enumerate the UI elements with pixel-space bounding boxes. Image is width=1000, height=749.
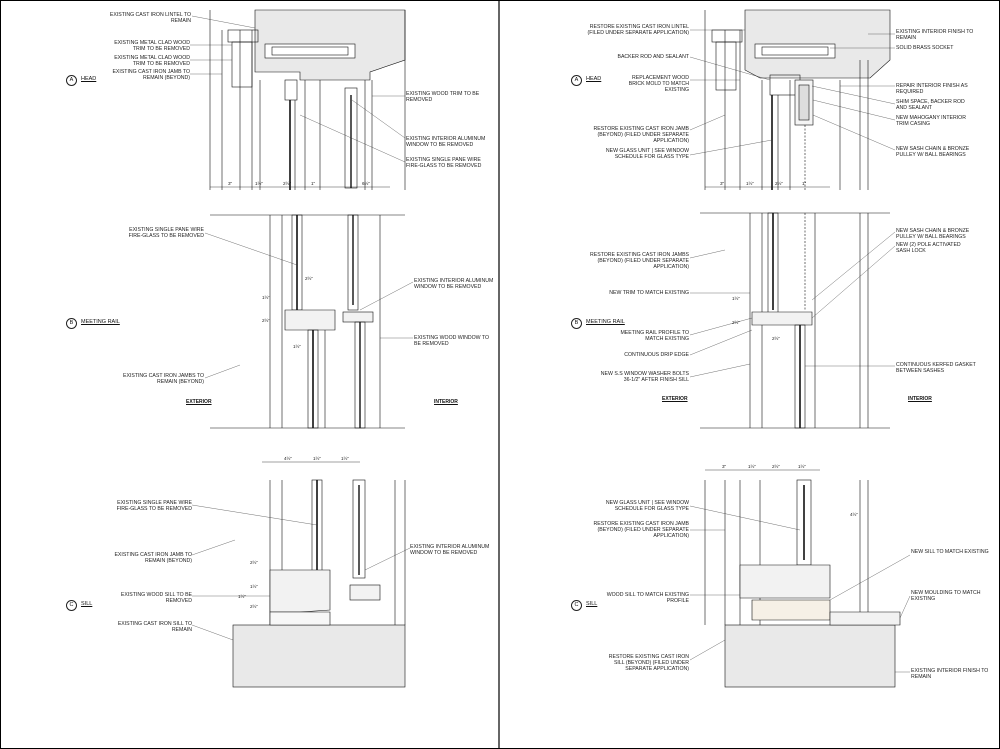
new-head-drawing (704, 9, 891, 190)
section-bubble: C (66, 600, 77, 611)
dimension-label: 3" (722, 464, 727, 469)
interior-label: INTERIOR (908, 396, 932, 402)
section-bubble: A (571, 75, 582, 86)
dimension-label: 1½" (238, 594, 247, 599)
note: RESTORE EXISTING CAST IRON SILL (BEYOND)… (608, 654, 689, 672)
note: NEW MAHOGANY INTERIOR TRIM CASING (896, 115, 966, 127)
dimension-label: 1½" (746, 181, 755, 186)
new-meeting-rail-drawing (700, 212, 890, 429)
note: EXISTING WOOD WINDOW TO BE REMOVED (414, 335, 490, 347)
section-tag: SILL (586, 601, 598, 607)
dimension-label: 2½" (250, 560, 259, 565)
exterior-label: EXTERIOR (662, 396, 688, 402)
note: BACKER ROD AND SEALANT (617, 54, 690, 60)
note: REPAIR INTERIOR FINISH AS REQUIRED (896, 83, 968, 95)
new-sill-drawing (704, 469, 901, 688)
note: REPLACEMENT WOOD BRICK MOLD TO MATCH EXI… (628, 75, 689, 93)
note: NEW SASH CHAIN & BRONZE PULLEY W/ BALL B… (896, 146, 970, 158)
note: NEW MOULDING TO MATCH EXISTING (911, 590, 981, 602)
dimension-label: 1½" (293, 344, 302, 349)
section-bubble: C (571, 600, 582, 611)
note: EXISTING INTERIOR FINISH TO REMAIN (911, 668, 989, 680)
note: NEW SILL TO MATCH EXISTING (911, 549, 989, 555)
section-tag: MEETING RAIL (586, 319, 625, 325)
section-tag: SILL (81, 601, 93, 607)
dimension-label: 1½" (798, 464, 807, 469)
dimension-label: 1½" (313, 456, 322, 461)
note: EXISTING WOOD TRIM TO BE REMOVED (406, 91, 480, 103)
note: NEW TRIM TO MATCH EXISTING (609, 290, 689, 296)
note: EXISTING SINGLE PANE WIRE FIRE-GLASS TO … (406, 157, 482, 169)
note: EXISTING INTERIOR ALUMINUM WINDOW TO BE … (406, 136, 486, 148)
existing-meeting-rail-drawing (210, 214, 405, 429)
note: RESTORE EXISTING CAST IRON JAMBS (BEYOND… (590, 252, 689, 270)
note: NEW GLASS UNIT | SEE WINDOW SCHEDULE FOR… (605, 148, 689, 160)
dimension-label: 1½" (262, 295, 271, 300)
dimension-label: 4½" (284, 456, 293, 461)
dimension-label: 2½" (772, 336, 781, 341)
exterior-label: EXTERIOR (186, 399, 212, 405)
note: CONTINUOUS DRIP EDGE (624, 352, 689, 358)
leader-lines (190, 15, 911, 673)
note: RESTORE EXISTING CAST IRON JAMB (BEYOND)… (593, 126, 689, 144)
note: EXISTING INTERIOR FINISH TO REMAIN (896, 29, 974, 41)
dimension-label: 1½" (748, 464, 757, 469)
note: EXISTING METAL CLAD WOOD TRIM TO BE REMO… (114, 40, 190, 52)
note: SHIM SPACE, BACKER ROD AND SEALANT (896, 99, 965, 111)
existing-sill-drawing (232, 461, 406, 688)
dimension-label: 2½" (772, 464, 781, 469)
note: EXISTING CAST IRON JAMB TO REMAIN (BEYON… (114, 552, 192, 564)
dimension-label: 1½" (250, 584, 259, 589)
dimension-label: 3" (228, 181, 233, 186)
existing-head-drawing (209, 9, 406, 190)
dimension-label: 1" (311, 181, 316, 186)
note: CONTINUOUS KERFED GASKET BETWEEN SASHES (896, 362, 976, 374)
dimension-label: 6½" (362, 181, 371, 186)
dimension-label: 1½" (341, 456, 350, 461)
dimension-label: 2½" (250, 604, 259, 609)
note: MEETING RAIL PROFILE TO MATCH EXISTING (620, 330, 689, 342)
dimension-label: 2½" (305, 276, 314, 281)
note: EXISTING SINGLE PANE WIRE FIRE-GLASS TO … (116, 500, 192, 512)
note: WOOD SILL TO MATCH EXISTING PROFILE (606, 592, 689, 604)
note: RESTORE EXISTING CAST IRON LINTEL (FILED… (587, 24, 689, 36)
section-bubble: B (66, 318, 77, 329)
dimension-label: 1½" (732, 296, 741, 301)
note: SOLID BRASS SOCKET (896, 45, 954, 51)
note: NEW (2) POLE ACTIVATED SASH LOCK (896, 242, 961, 254)
dimension-label: 2½" (262, 318, 271, 323)
note: EXISTING INTERIOR ALUMINUM WINDOW TO BE … (414, 278, 494, 290)
note: EXISTING CAST IRON JAMBS TO REMAIN (BEYO… (123, 373, 204, 385)
note: EXISTING WOOD SILL TO BE REMOVED (120, 592, 192, 604)
section-bubble: A (66, 75, 77, 86)
dimension-label: 2½" (732, 320, 741, 325)
dimension-label: 2½" (283, 181, 292, 186)
section-bubble: B (571, 318, 582, 329)
dimension-label: 1½" (255, 181, 264, 186)
note: EXISTING SINGLE PANE WIRE FIRE-GLASS TO … (128, 227, 204, 239)
note: EXISTING CAST IRON SILL TO REMAIN (117, 621, 192, 633)
interior-label: INTERIOR (434, 399, 458, 405)
dimension-label: 4½" (850, 512, 859, 517)
note: NEW SASH CHAIN & BRONZE PULLEY W/ BALL B… (896, 228, 970, 240)
section-tag: HEAD (81, 76, 97, 82)
section-tag: MEETING RAIL (81, 319, 120, 325)
note: EXISTING METAL CLAD WOOD TRIM TO BE REMO… (114, 55, 190, 67)
dimension-label: 1" (802, 181, 807, 186)
dimension-label: 3" (720, 181, 725, 186)
dimension-label: 2½" (775, 181, 784, 186)
note: RESTORE EXISTING CAST IRON JAMB (BEYOND)… (593, 521, 689, 539)
section-tag: HEAD (586, 76, 602, 82)
note: EXISTING INTERIOR ALUMINUM WINDOW TO BE … (410, 544, 490, 556)
note: NEW S.S WINDOW WASHER BOLTS 36-1/2" AFTE… (600, 371, 689, 383)
note: EXISTING CAST IRON JAMB TO REMAIN (BEYON… (112, 69, 190, 81)
note: NEW GLASS UNIT | SEE WINDOW SCHEDULE FOR… (605, 500, 689, 512)
note: EXISTING CAST IRON LINTEL TO REMAIN (109, 12, 191, 24)
